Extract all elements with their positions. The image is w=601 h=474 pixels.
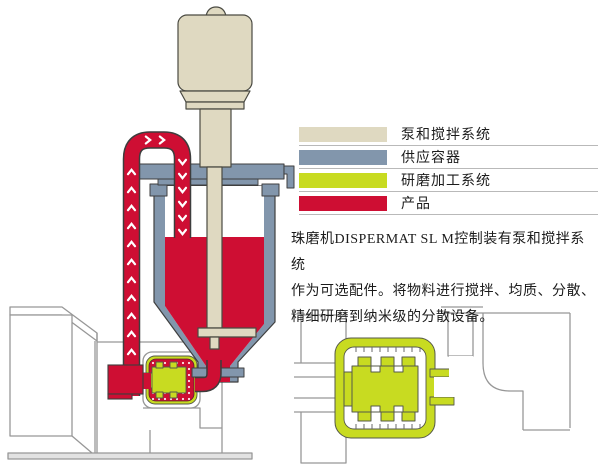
motor-body	[177, 14, 253, 92]
stirrer-shaft	[206, 166, 223, 329]
legend-label: 供应容器	[401, 151, 461, 166]
legend-row-product: 产品	[299, 192, 598, 215]
legend-row-pump-system: 泵和搅拌系统	[299, 123, 598, 146]
legend-swatch-pump-system	[299, 126, 387, 142]
legend-label: 泵和搅拌系统	[401, 128, 491, 143]
machine-base-outline	[7, 306, 253, 460]
drive-column	[199, 108, 232, 168]
legend-swatch-vessel	[299, 149, 387, 165]
description-line: 精细研磨到纳米级的分散设备。	[291, 310, 494, 325]
circulation-pipe	[122, 131, 222, 396]
legend-row-milling-system: 研磨加工系统	[299, 169, 598, 192]
legend-label: 产品	[401, 197, 431, 212]
legend-row-vessel: 供应容器	[299, 146, 598, 169]
milling-chamber-detail-view	[294, 306, 571, 464]
milling-chamber	[142, 351, 201, 409]
pump-stirrer-system	[177, 6, 257, 350]
mill-pump-block	[107, 364, 151, 400]
legend: 泵和搅拌系统 供应容器 研磨加工系统 产品	[299, 123, 598, 215]
legend-label: 研磨加工系统	[401, 174, 491, 189]
detail-rotor	[343, 356, 419, 422]
description-line: 作为可选配件。将物料进行搅拌、均质、分散、	[291, 284, 596, 299]
motor-cap	[205, 6, 227, 17]
legend-swatch-milling-system	[299, 172, 387, 188]
legend-swatch-product	[299, 195, 387, 211]
impeller-disc	[197, 327, 257, 338]
description-line: 珠磨机DISPERMAT SL M控制装有泵和搅拌系统	[291, 232, 585, 273]
description-text: 珠磨机DISPERMAT SL M控制装有泵和搅拌系统 作为可选配件。将物料进行…	[291, 227, 597, 331]
